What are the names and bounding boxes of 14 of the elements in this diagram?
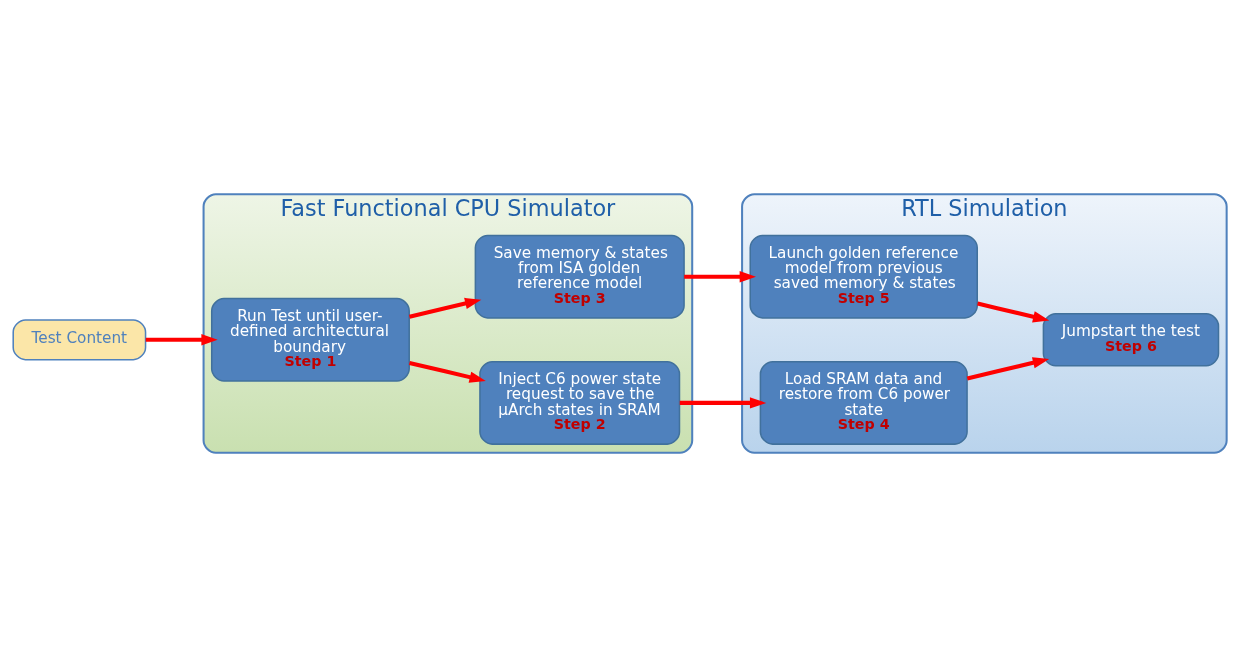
arrow [145,333,218,345]
node-box: Test Content [12,318,147,360]
node-box: Save memory & states from ISA golden reference model Step 3 [474,234,685,319]
arrow [409,360,486,383]
node-box: Load SRAM data and restore from C6 power state Step 4 [759,360,968,445]
arrow [977,301,1050,322]
node-box: Inject C6 power state request to save the µArch states in SRAM Step 2 [479,360,681,445]
arrow [684,270,756,282]
arrow [409,297,482,319]
node-box: Run Test until user-defined architectural boundary Step 1 [210,297,410,382]
arrow [679,396,767,409]
arrow [966,356,1050,380]
node-box: Jumpstart the test Step 6 [1042,312,1220,366]
node-box: Launch golden reference model from previous saved memory & states Step 5 [749,234,978,319]
